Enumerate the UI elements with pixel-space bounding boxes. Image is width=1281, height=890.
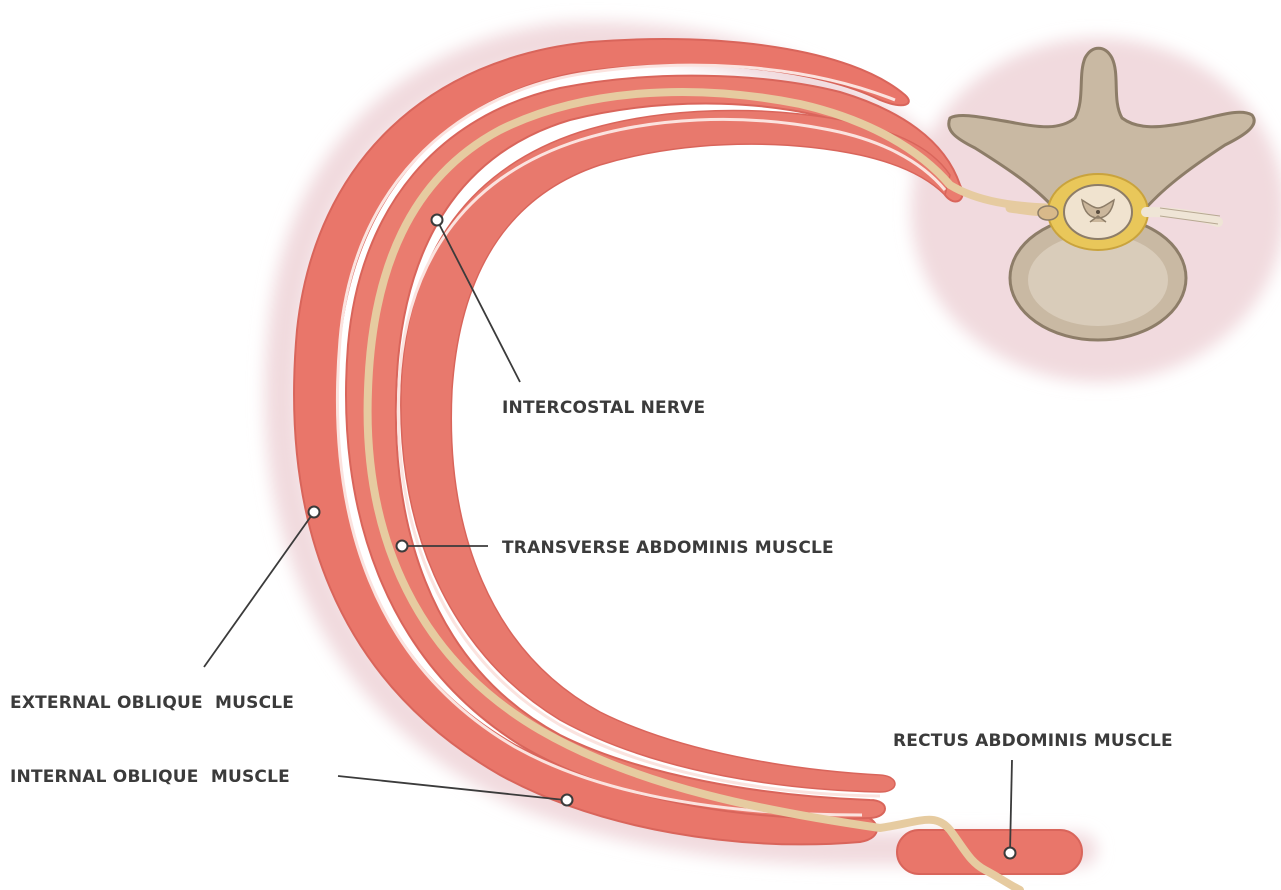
rectus-abdominis-muscle: [897, 830, 1082, 874]
label-external-oblique-muscle: EXTERNAL OBLIQUE MUSCLE: [10, 695, 294, 712]
dot-transverse-abdominis: [397, 541, 408, 552]
dot-rectus-abdominis: [1005, 848, 1016, 859]
label-intercostal-nerve: INTERCOSTAL NERVE: [502, 400, 705, 417]
label-internal-oblique-muscle: INTERNAL OBLIQUE MUSCLE: [10, 769, 290, 786]
dot-external-oblique: [309, 507, 320, 518]
dorsal-root-ganglion-left: [1038, 206, 1058, 220]
label-rectus-abdominis-muscle: RECTUS ABDOMINIS MUSCLE: [893, 733, 1173, 750]
dot-intercostal-nerve: [432, 215, 443, 226]
dot-internal-oblique: [562, 795, 573, 806]
label-transverse-abdominis-muscle: TRANSVERSE ABDOMINIS MUSCLE: [502, 540, 834, 557]
leader-external-oblique: [204, 512, 314, 667]
